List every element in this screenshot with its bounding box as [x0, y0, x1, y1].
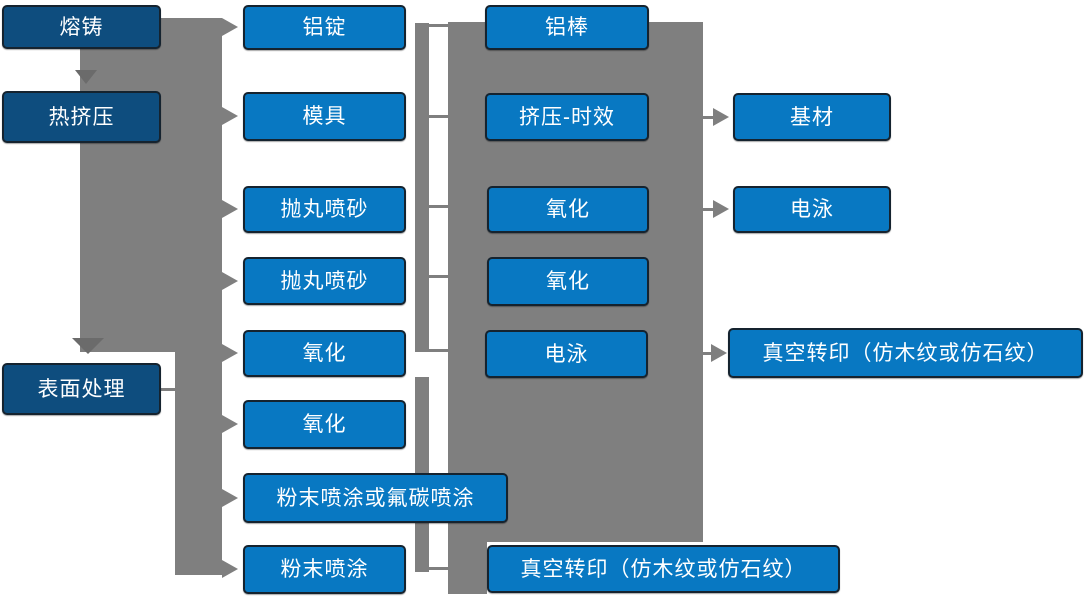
tick-oxidation-3 [429, 205, 449, 208]
arrow-stem-to-electrophoresis-2 [703, 208, 716, 211]
arrow-to-electrophoresis-2-icon [713, 200, 729, 218]
node-label: 粉末喷涂 [280, 558, 369, 581]
node-electrophoresis-1: 电泳 [485, 330, 648, 378]
node-mold: 模具 [243, 92, 406, 141]
node-melting-casting: 熔铸 [2, 5, 161, 49]
tick-vacuum-transfer [429, 567, 449, 570]
node-vacuum-transfer-wood-stone-1: 真空转印（仿木纹或仿石纹） [728, 328, 1083, 378]
node-label: 模具 [302, 105, 347, 128]
node-label: 挤压-时效 [519, 105, 615, 129]
connector-band-left [80, 18, 222, 352]
node-label: 氧化 [302, 413, 347, 436]
node-oxidation-1: 氧化 [243, 330, 406, 377]
arrow-stem-to-vacuum-transfer-1 [703, 352, 715, 355]
node-powder-spray: 粉末喷涂 [243, 545, 406, 594]
node-label: 熔铸 [59, 15, 104, 39]
link-surface-treatment-to-strip [161, 388, 177, 391]
connector-bar-mid-upper [415, 23, 429, 352]
arrow-to-powder-or-fluorocarbon-icon [222, 489, 238, 507]
node-label: 氧化 [546, 270, 590, 293]
arrow-stem-to-substrate [703, 116, 716, 119]
node-shot-blast-sandblast-2: 抛丸喷砂 [243, 257, 406, 305]
node-label: 粉末喷涂或氟碳喷涂 [276, 486, 475, 510]
arrow-to-shot-blast-1-icon [222, 200, 238, 218]
arrow-to-shot-blast-2-icon [222, 272, 238, 290]
node-powder-or-fluorocarbon-spray: 粉末喷涂或氟碳喷涂 [243, 473, 508, 523]
node-label: 电泳 [544, 342, 589, 366]
node-label: 真空转印（仿木纹或仿石纹） [762, 341, 1049, 365]
node-electrophoresis-2: 电泳 [733, 186, 891, 233]
node-aluminum-ingot: 铝锭 [243, 5, 406, 50]
node-label: 抛丸喷砂 [280, 198, 369, 221]
node-label: 电泳 [790, 198, 834, 221]
arrow-melting-to-hot-extrusion-icon [75, 70, 97, 84]
arrow-to-mold-icon [222, 107, 238, 125]
node-extrusion-aging: 挤压-时效 [485, 93, 649, 141]
connector-block-right-extension [448, 542, 487, 594]
node-oxidation-2: 氧化 [243, 400, 406, 449]
arrow-to-vacuum-transfer-1-icon [711, 344, 727, 362]
node-hot-extrusion: 热挤压 [2, 91, 161, 143]
node-label: 抛丸喷砂 [280, 269, 369, 293]
node-substrate: 基材 [733, 93, 891, 141]
tick-extrusion-aging [429, 115, 449, 118]
arrow-to-oxidation-2-icon [222, 415, 238, 433]
arrow-to-substrate-icon [713, 108, 729, 126]
node-oxidation-3: 氧化 [487, 186, 649, 233]
node-label: 基材 [790, 105, 834, 129]
node-vacuum-transfer-wood-stone-2: 真空转印（仿木纹或仿石纹） [487, 545, 840, 593]
connector-strip-left [175, 352, 222, 575]
arrow-to-oxidation-1-icon [222, 344, 238, 362]
node-surface-treatment: 表面处理 [2, 363, 161, 415]
node-label: 表面处理 [37, 377, 126, 401]
node-label: 热挤压 [48, 105, 115, 129]
node-label: 铝棒 [545, 16, 589, 39]
node-oxidation-4: 氧化 [487, 257, 649, 306]
arrow-to-powder-spray-icon [222, 560, 238, 578]
node-shot-blast-sandblast-1: 抛丸喷砂 [243, 186, 406, 233]
node-label: 氧化 [302, 342, 347, 365]
node-label: 铝锭 [302, 16, 347, 39]
node-aluminum-rod: 铝棒 [485, 5, 649, 50]
tick-oxidation-4 [429, 275, 449, 278]
arrow-to-aluminum-ingot-icon [222, 18, 238, 36]
arrow-band-to-surface-treatment-icon [72, 338, 104, 354]
node-label: 真空转印（仿木纹或仿石纹） [520, 557, 807, 581]
node-label: 氧化 [546, 198, 590, 221]
tick-aluminum-rod [429, 24, 449, 27]
tick-electrophoresis [429, 349, 449, 352]
